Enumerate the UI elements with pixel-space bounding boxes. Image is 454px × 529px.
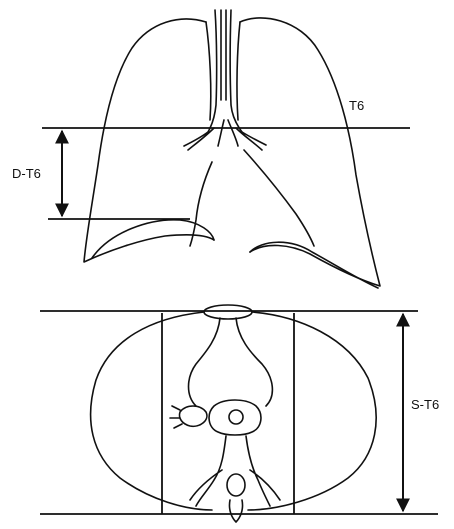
sternum [204, 305, 252, 319]
lung-right-medial [206, 22, 211, 120]
aorta [179, 406, 206, 426]
vertebral-canal [229, 410, 243, 424]
bronchi [184, 120, 266, 150]
lung-left-medial [237, 22, 240, 120]
spinal-foramen [227, 474, 245, 496]
t6-label: T6 [349, 98, 364, 113]
frontal-lung-view [84, 10, 380, 288]
d-t6-label: D-T6 [12, 166, 41, 181]
mediastinum [189, 318, 273, 406]
vertebral-body [209, 400, 261, 435]
s-t6-label: S-T6 [411, 397, 439, 412]
axial-chest-view [91, 305, 377, 522]
diaphragm-dome-left [250, 242, 378, 288]
